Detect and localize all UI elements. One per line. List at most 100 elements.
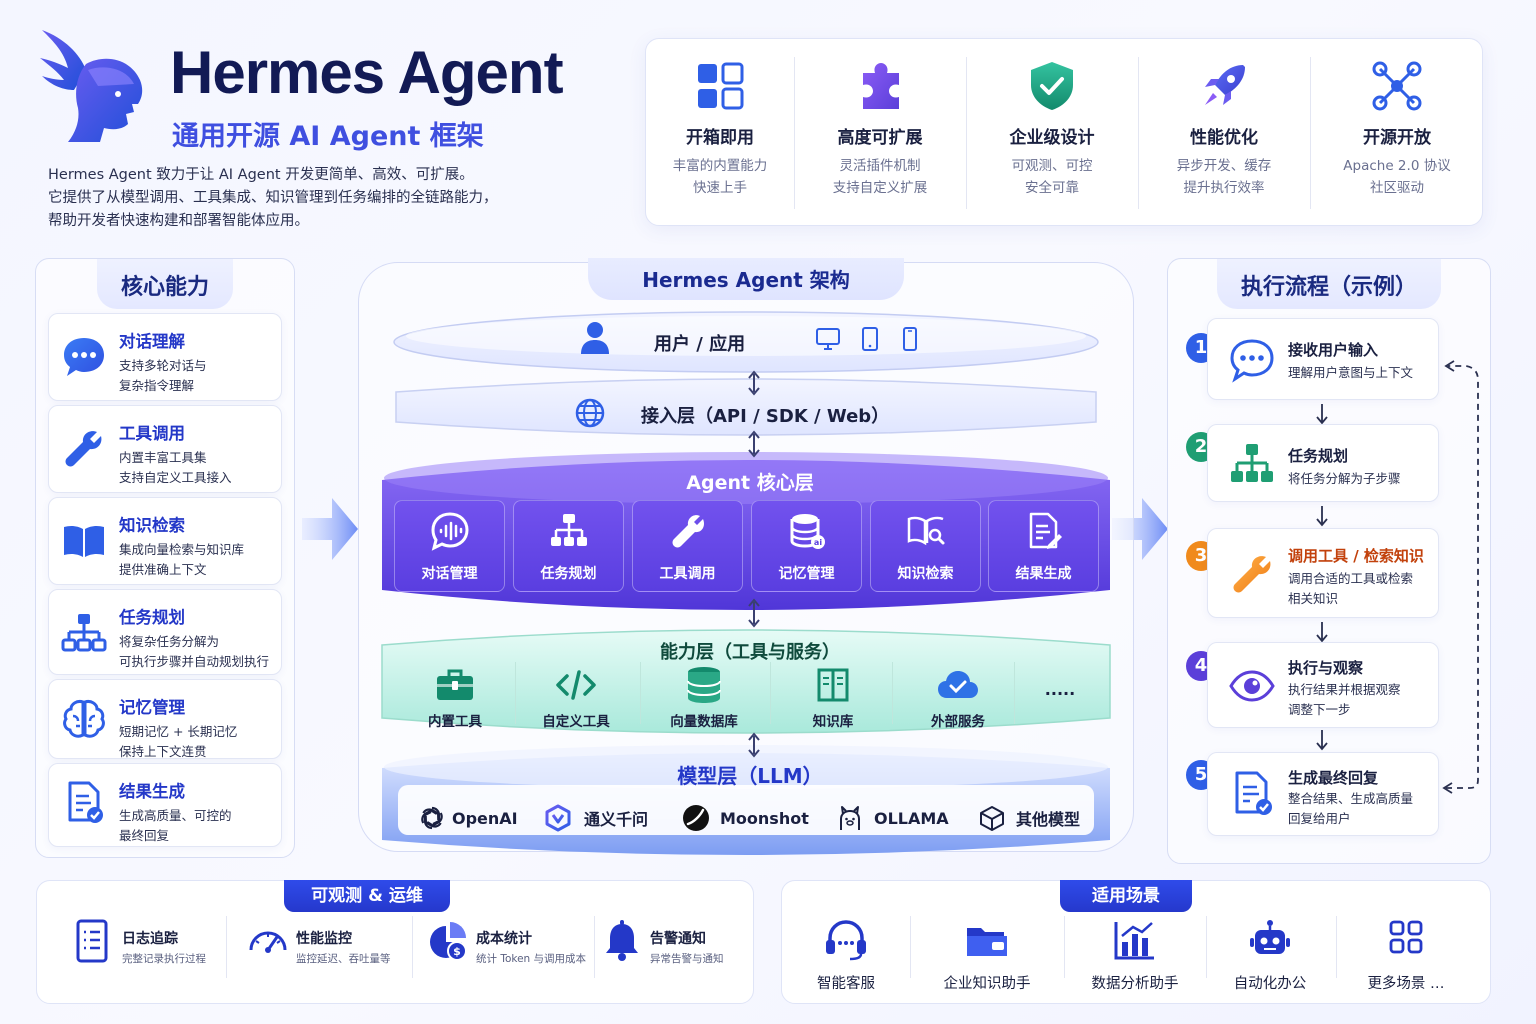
core-capabilities-panel: 核心能力 对话理解 支持多轮对话与复杂指令理解 工具调用 内置丰富工具集支持自定… <box>35 258 295 858</box>
capability-card: 对话理解 支持多轮对话与复杂指令理解 <box>48 313 282 401</box>
model-item: 通义千问 <box>544 803 648 833</box>
divider <box>1064 916 1065 978</box>
access-layer-label: 接入层（API / SDK / Web） <box>641 406 890 427</box>
feature-title: 性能优化 <box>1190 128 1258 148</box>
observability-item: $ 成本统计 统计 Token 与调用成本 <box>426 918 592 974</box>
core-module: 任务规划 <box>513 500 624 592</box>
feature-title: 开箱即用 <box>686 128 754 148</box>
core-module-label: 知识检索 <box>897 566 954 582</box>
chat-bubble-icon <box>1228 336 1276 384</box>
core-module-label: 对话管理 <box>421 566 478 582</box>
desc-line: 短期记忆 + 长期记忆 <box>119 724 238 739</box>
capability-title: 工具调用 <box>119 424 185 443</box>
arrow-right-icon <box>1112 494 1168 564</box>
feature-desc: 灵活插件机制 <box>839 158 921 174</box>
folder-icon <box>964 918 1010 962</box>
hierarchy-icon <box>549 511 589 551</box>
step-title: 生成最终回复 <box>1288 769 1379 787</box>
log-document-icon <box>72 918 116 966</box>
capability-desc: 生成高质量、可控的最终回复 <box>119 806 232 846</box>
desc-line: 复杂指令理解 <box>119 378 195 393</box>
headset-icon <box>823 918 869 962</box>
feature-desc: 支持自定义扩展 <box>832 180 928 196</box>
scenario-item[interactable]: 更多场景 … <box>1356 918 1456 993</box>
feature-title: 高度可扩展 <box>837 128 923 148</box>
intro-line: 帮助开发者快速构建和部署智能体应用。 <box>48 213 309 229</box>
capability-title: 对话理解 <box>119 332 185 351</box>
document-check-icon <box>61 780 107 826</box>
desktop-icon <box>815 327 841 351</box>
capability-item: 向量数据库 <box>656 666 752 730</box>
desc-line: 保持上下文连贯 <box>119 744 207 759</box>
capability-card: 记忆管理 短期记忆 + 长期记忆保持上下文连贯 <box>48 679 282 759</box>
code-icon <box>554 666 598 704</box>
ollama-logo-icon <box>836 804 864 832</box>
grid-icon <box>693 59 747 113</box>
scenarios-title: 适用场景 <box>1060 880 1192 912</box>
model-item: OpenAI <box>418 803 518 833</box>
hierarchy-icon <box>1228 440 1276 488</box>
scenario-label: 数据分析助手 <box>1091 976 1179 992</box>
feature-desc: 丰富的内置能力 <box>672 158 768 174</box>
scenario-item[interactable]: 自动化办公 <box>1222 918 1318 993</box>
model-item: OLLAMA <box>836 803 949 833</box>
core-module: ai 记忆管理 <box>751 500 862 592</box>
feature-title: 企业级设计 <box>1009 128 1095 148</box>
core-module: 对话管理 <box>394 500 505 592</box>
panel-title: 核心能力 <box>96 259 234 309</box>
step-desc: 理解用户意图与上下文 <box>1288 365 1414 380</box>
scenario-label: 企业知识助手 <box>943 976 1031 992</box>
feature-item: 性能优化 异步开发、缓存 提升执行效率 <box>1138 39 1310 227</box>
divider <box>892 662 893 724</box>
toolbox-icon <box>433 666 477 704</box>
capability-item: 外部服务 <box>910 666 1006 730</box>
svg-text:ai: ai <box>813 538 821 547</box>
cube-icon <box>978 804 1006 832</box>
capability-item-label: 外部服务 <box>931 714 985 730</box>
capability-desc: 短期记忆 + 长期记忆保持上下文连贯 <box>119 722 237 762</box>
document-edit-icon <box>1024 511 1064 551</box>
phone-icon <box>900 326 920 352</box>
feature-item: 开箱即用 丰富的内置能力 快速上手 <box>646 39 794 227</box>
divider <box>515 662 516 724</box>
desc-line: 最终回复 <box>119 828 170 843</box>
step-title: 任务规划 <box>1288 447 1349 465</box>
bell-icon <box>600 918 644 966</box>
step-title: 执行与观察 <box>1288 659 1364 677</box>
observability-item: 日志追踪 完整记录执行过程 <box>72 918 222 974</box>
book-icon <box>811 666 855 704</box>
divider <box>1310 57 1311 209</box>
desc-line: 生成高质量、可控的 <box>119 808 232 823</box>
capability-card: 结果生成 生成高质量、可控的最终回复 <box>48 763 282 847</box>
capability-desc: 支持多轮对话与复杂指令理解 <box>119 356 207 396</box>
tablet-icon <box>860 326 880 352</box>
step-title: 接收用户输入 <box>1288 341 1379 359</box>
scenario-item[interactable]: 数据分析助手 <box>1082 918 1188 993</box>
capability-desc: 将复杂任务分解为可执行步骤并自动规划执行 <box>119 632 269 672</box>
rocket-icon <box>1197 59 1251 113</box>
step-desc: 执行结果并根据观察调整下一步 <box>1288 680 1401 720</box>
feature-item: 企业级设计 可观测、可控 安全可靠 <box>966 39 1138 227</box>
feature-title: 开源开放 <box>1363 128 1431 148</box>
architecture-title: Hermes Agent 架构 <box>588 258 904 300</box>
feature-desc: 异步开发、缓存 <box>1176 158 1272 174</box>
desc-line: 将复杂任务分解为 <box>119 634 220 649</box>
feature-desc: 可观测、可控 <box>1011 158 1093 174</box>
capability-item-label: 知识库 <box>812 714 854 730</box>
observability-title: 可观测 & 运维 <box>284 880 450 912</box>
feature-desc: 安全可靠 <box>1025 180 1079 196</box>
scenario-item[interactable]: 智能客服 <box>800 918 892 993</box>
apps-icon <box>1383 918 1429 962</box>
network-icon <box>1370 59 1424 113</box>
desc-line: 支持自定义工具接入 <box>119 470 232 485</box>
arrow-down-icon <box>1316 506 1328 527</box>
arrow-right-icon <box>302 494 358 564</box>
capability-card: 工具调用 内置丰富工具集支持自定义工具接入 <box>48 405 282 493</box>
core-module: 结果生成 <box>988 500 1099 592</box>
capability-item-more: ..... <box>1030 680 1090 699</box>
model-item: Moonshot <box>682 803 809 833</box>
desc-line: 内置丰富工具集 <box>119 450 207 465</box>
scenario-item[interactable]: 企业知识助手 <box>932 918 1042 993</box>
capability-item-label: 向量数据库 <box>670 714 738 730</box>
robot-icon <box>1247 918 1293 962</box>
